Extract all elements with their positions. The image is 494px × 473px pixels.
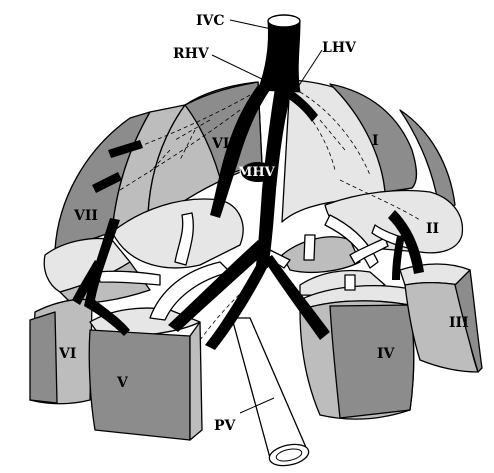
mhv-bulge <box>241 162 275 182</box>
ivc-trunk <box>257 21 301 93</box>
segment-viii-label: VIII <box>211 136 243 152</box>
segment-v-label: V <box>116 375 129 391</box>
mhv-branch-center <box>205 255 270 350</box>
segment-iv <box>299 285 416 420</box>
mhv-label: MHV <box>238 165 276 180</box>
lhv-leader <box>295 49 323 91</box>
segment-vi-label: VI <box>58 346 76 362</box>
segment-vii-label: VII <box>73 208 98 224</box>
hepatic-veins <box>72 14 424 350</box>
mhv-branch-right <box>264 255 330 340</box>
vein-stub-upper <box>108 140 143 158</box>
lhv-stub <box>282 88 318 122</box>
segment-v <box>88 307 203 441</box>
leader-lines <box>211 19 323 414</box>
segment-vi <box>29 298 93 405</box>
segment-viii <box>147 81 263 215</box>
left-lateral-vein <box>388 210 424 274</box>
intrahepatic-branches <box>119 91 421 341</box>
rhv-leader <box>211 54 265 81</box>
ivc-label: IVC <box>196 13 225 29</box>
rhv-branch-vi <box>72 260 103 305</box>
segment-iii <box>399 263 483 373</box>
left-lateral-vein-2 <box>392 235 405 280</box>
lhv-label: LHV <box>322 40 357 56</box>
ivc-leader <box>229 19 277 31</box>
pv-label: PV <box>214 418 237 434</box>
mhv-branch-left <box>168 240 266 332</box>
vein-stub-lower <box>92 172 122 193</box>
segment-i-label: I <box>372 133 379 149</box>
portal-vein <box>97 212 411 467</box>
segment-iii-label: III <box>449 315 469 331</box>
mhv-trunk <box>256 88 292 268</box>
rhv-upper <box>210 85 270 218</box>
segment-ii-label: II <box>426 221 439 237</box>
segment-iv-label: IV <box>377 346 396 362</box>
ivc-opening <box>267 14 301 28</box>
rhv-branch-lower <box>84 218 130 336</box>
pv-leader <box>239 397 275 414</box>
rhv-label: RHV <box>173 46 210 62</box>
